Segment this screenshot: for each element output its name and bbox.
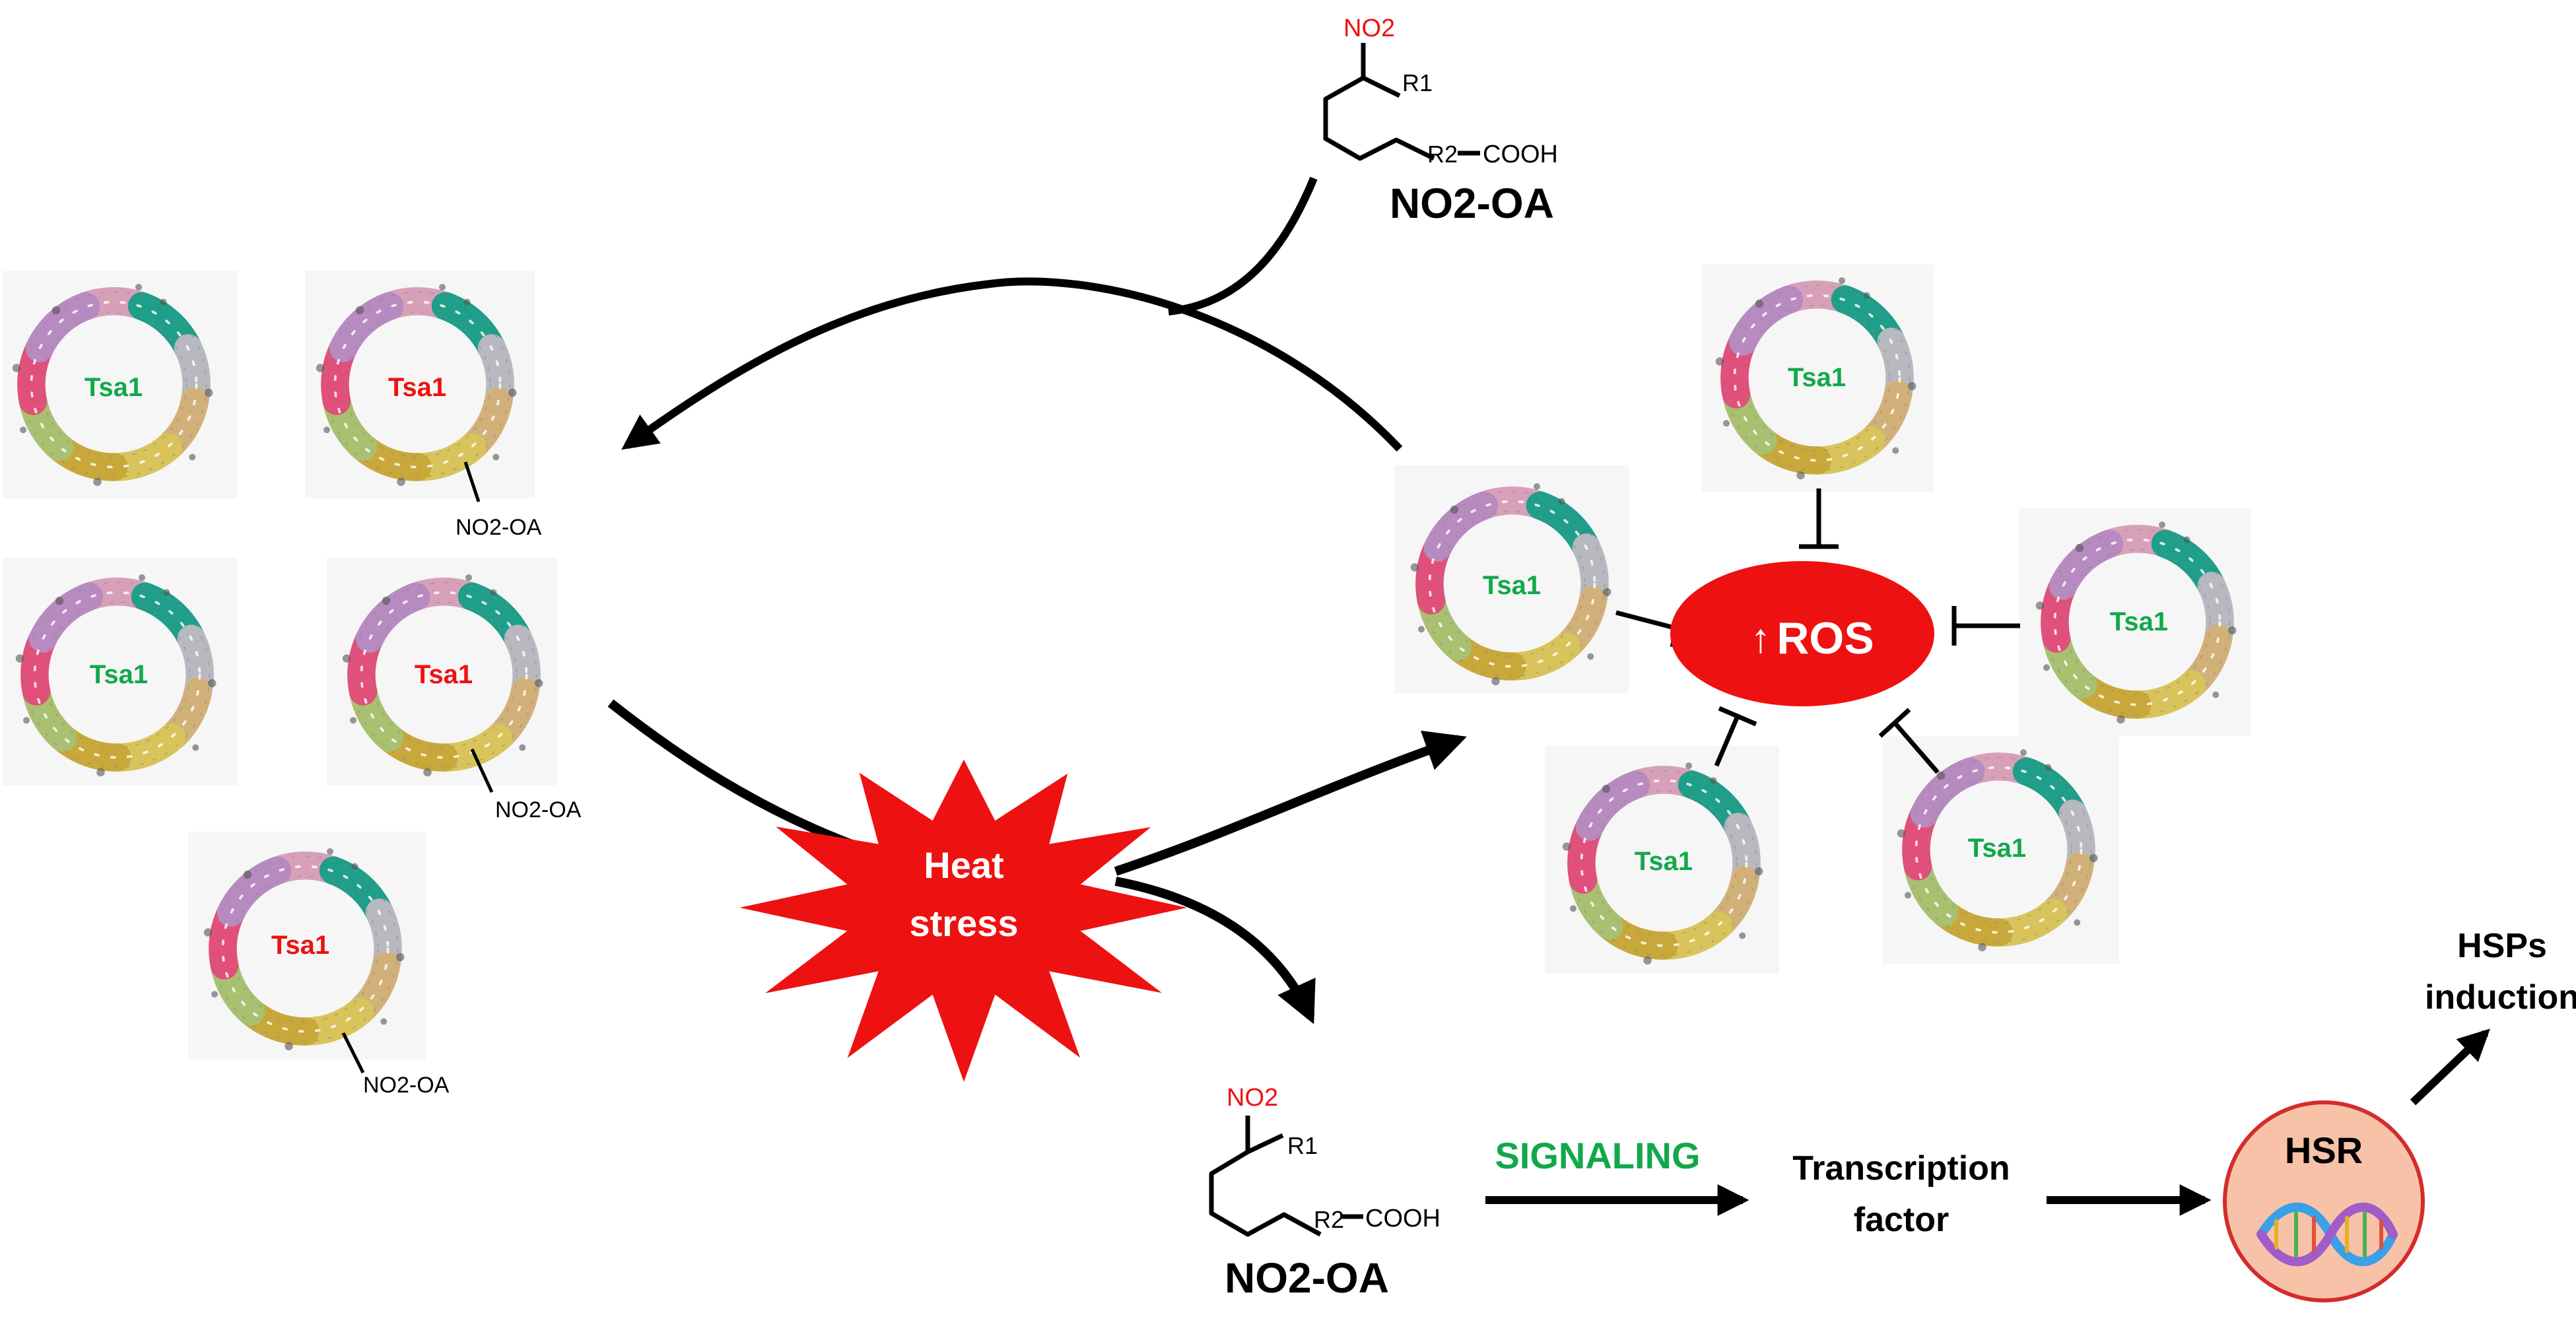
top-arc-arrow <box>621 277 1403 452</box>
tsa1-complex-ros-top: Tsa1 <box>1702 264 1934 492</box>
heat-stress-line1: Heat <box>924 844 1003 886</box>
inhibition-right <box>1951 606 2020 646</box>
top-molecule-acid-label: COOH <box>1483 141 1558 168</box>
tsa1-complex-ros-bottom-left: Tsa1 <box>1545 746 1779 974</box>
adduct-tether <box>470 748 494 793</box>
bottom-molecule-r1-label: R1 <box>1287 1132 1318 1159</box>
adduct-label: NO2-OA <box>495 797 582 822</box>
tsa1-label: Tsa1 <box>415 660 473 689</box>
adduct-tether <box>463 461 481 502</box>
hsr-nucleus: HSR <box>2225 1102 2423 1300</box>
tsa1-complex-left-4: Tsa1 NO2-OA <box>327 558 582 822</box>
top-molecule-r2-label: R2 <box>1427 141 1458 168</box>
tsa1-label: Tsa1 <box>388 373 446 402</box>
top-molecule-r1-bond <box>1362 75 1401 98</box>
top-molecule-bonds <box>1323 43 1435 161</box>
tsa1-complex-left-3: Tsa1 <box>3 558 238 786</box>
tsa1-label: Tsa1 <box>1788 363 1846 392</box>
tsa1-label: Tsa1 <box>1968 834 2026 863</box>
ros-ellipse <box>1670 561 1934 706</box>
tsa1-complex-left-1: Tsa1 <box>3 271 238 498</box>
transcription-factor-line2: factor <box>1854 1201 1949 1239</box>
bottom-molecule-name: NO2-OA <box>1225 1254 1389 1302</box>
bottom-molecule-r1-bond <box>1246 1133 1284 1155</box>
ros-cluster: Tsa1 Tsa1 Tsa1 Tsa1 Tsa1 <box>1394 264 2251 974</box>
heat-to-ros-arrow <box>1114 730 1467 876</box>
transcription-factor-line1: Transcription <box>1792 1149 2010 1188</box>
arrows <box>607 176 2490 1216</box>
adduct-label: NO2-OA <box>456 515 542 540</box>
top-molecule-nitro-label: NO2 <box>1343 15 1395 42</box>
signaling-label: SIGNALING <box>1495 1135 1700 1176</box>
adduct-tether <box>341 1032 365 1074</box>
hsps-induction-line2: induction <box>2425 978 2576 1017</box>
heat-stress-burst: Heat stress <box>739 759 1188 1082</box>
tsa1-label: Tsa1 <box>90 660 148 689</box>
tsa1-complex-ros-left: Tsa1 <box>1394 465 1629 693</box>
top-nitro-oleic-acid-structure: NO2 R1 R2 COOH NO2-OA <box>1323 15 1558 227</box>
tsa1-label: Tsa1 <box>2110 607 2168 636</box>
signaling-pathway: SIGNALING Transcription factor HSR HSPs … <box>1495 927 2576 1300</box>
tsa1-complex-left-5: Tsa1 NO2-OA <box>188 832 450 1098</box>
tsa1-label: Tsa1 <box>1483 571 1541 600</box>
tsa1-label: Tsa1 <box>85 373 143 402</box>
ros-up-arrow: ↑ <box>1751 616 1771 661</box>
tsa1-complex-ros-right: Tsa1 <box>2019 508 2251 736</box>
heat-to-molecule-arrow <box>1114 877 1316 1024</box>
tsa1-label: Tsa1 <box>271 931 329 960</box>
adduct-label: NO2-OA <box>363 1073 450 1098</box>
dna-helix-icon <box>2256 1202 2398 1267</box>
heat-stress-line2: stress <box>909 902 1018 944</box>
tsa1-label: Tsa1 <box>1635 847 1693 876</box>
left-to-heat-curve <box>607 699 873 856</box>
hsps-induction-line1: HSPs <box>2457 927 2547 965</box>
inhibition-top <box>1799 488 1839 549</box>
bottom-nitro-oleic-acid-structure: NO2 R1 R2 COOH NO2-OA <box>1209 1084 1441 1302</box>
inhibition-bottom-left <box>1714 706 1757 767</box>
heat-stress-starburst <box>739 759 1188 1082</box>
molecule-join-curve <box>1168 176 1318 316</box>
bottom-molecule-r2-label: R2 <box>1314 1206 1344 1233</box>
tsa1-complex-ros-bottom-right: Tsa1 <box>1883 736 2119 964</box>
bottom-molecule-acid-label: COOH <box>1365 1205 1441 1232</box>
bottom-molecule-nitro-label: NO2 <box>1227 1084 1278 1112</box>
hsr-to-hsp-arrow <box>2410 1028 2490 1106</box>
hsr-label: HSR <box>2285 1129 2363 1171</box>
ros-label: ROS <box>1777 613 1874 663</box>
inhibition-bottom-right <box>1878 708 1940 774</box>
top-molecule-name: NO2-OA <box>1390 180 1554 227</box>
tsa1-complex-left-2: Tsa1 NO2-OA <box>305 271 542 540</box>
top-molecule-r1-label: R1 <box>1402 69 1433 96</box>
left-tsa1-group: Tsa1 Tsa1 NO2-OA Tsa1 Tsa1 NO2-OA <box>3 271 582 1098</box>
